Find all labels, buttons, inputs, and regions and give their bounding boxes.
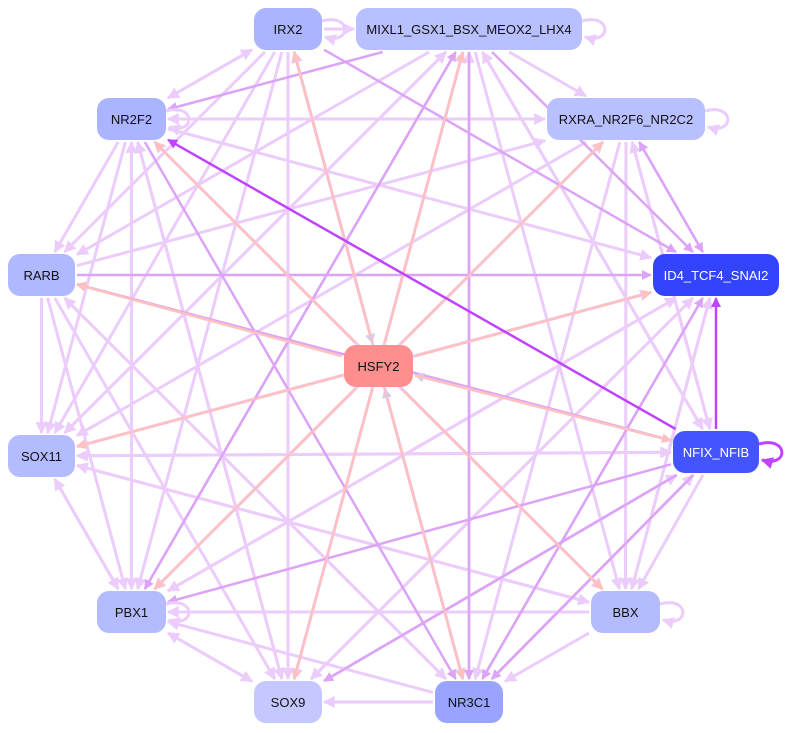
node-label: BBX <box>612 604 639 620</box>
node-rarb[interactable]: RARB <box>8 254 75 296</box>
self-loop-nr2f2 <box>165 108 191 136</box>
edge-nfix-to-pbx1 <box>167 463 672 605</box>
node-label: SOX11 <box>21 448 62 464</box>
node-label: NR3C1 <box>447 694 491 710</box>
node-label: HSFY2 <box>357 358 400 374</box>
edge-nfix-to-mixl <box>481 50 704 430</box>
edge-hsfy2-to-id4 <box>414 290 652 358</box>
node-mixl1[interactable]: MIXL1_GSX1_BSX_MEOX2_LHX4 <box>356 8 582 50</box>
edge-nr2f2-to-rarb <box>53 141 120 254</box>
edge-id4-to-rxra <box>638 141 704 253</box>
node-nr3c1[interactable]: NR3C1 <box>435 681 503 723</box>
edge-mixl-to-nr2f2 <box>167 50 384 112</box>
node-id4[interactable]: ID4_TCF4_SNAI2 <box>653 254 779 296</box>
edge-pbx1-to-mixl <box>143 51 457 590</box>
edge-rarb-to-rxra <box>76 137 547 267</box>
node-rxra[interactable]: RXRA_NR2F6_NR2C2 <box>547 98 705 140</box>
edge-nr2f2-to-nr3c1 <box>143 141 457 680</box>
edge-rxra-to-sox11 <box>75 140 587 437</box>
edge-rxra-to-nr3c1 <box>472 141 622 681</box>
node-sox9[interactable]: SOX9 <box>254 681 322 723</box>
edge-hsfy2-to-bbx <box>400 388 604 590</box>
edge-hsfy2-to-irx2 <box>291 51 374 344</box>
edge-bbx-to-id4 <box>630 296 713 590</box>
edge-nfix-to-sox9 <box>323 473 678 683</box>
edge-nr2f2-to-irx2 <box>167 48 254 100</box>
edge-irx2-to-id4 <box>323 48 677 254</box>
edge-mixl-to-rarb <box>75 50 430 256</box>
edge-hsfy2-to-nfix <box>414 374 672 444</box>
node-irx2[interactable]: IRX2 <box>254 8 322 50</box>
node-sox11[interactable]: SOX11 <box>8 435 75 477</box>
self-loop-bbx <box>659 601 685 629</box>
node-label: ID4_TCF4_SNAI2 <box>663 267 769 283</box>
node-label: PBX1 <box>114 604 149 620</box>
edge-nr2f2-to-id4 <box>167 127 653 261</box>
node-nfix[interactable]: NFIX_NFIB <box>673 431 759 473</box>
edge-nr3c1-to-id4 <box>481 297 704 680</box>
edge-hsfy2-to-rarb <box>76 282 343 358</box>
self-loop-pbx1 <box>165 601 191 629</box>
edge-hsfy2-to-pbx1 <box>153 388 357 590</box>
edge-mixl-to-rxra <box>508 50 587 98</box>
edge-nfix-to-nr2f2 <box>167 138 677 431</box>
node-label: NFIX_NFIB <box>682 444 750 460</box>
edge-nfix-to-nr3c1 <box>490 474 695 680</box>
self-loop-nfix <box>758 441 784 469</box>
node-pbx1[interactable]: PBX1 <box>97 591 166 633</box>
edge-hsfy2-to-nr3c1 <box>383 388 466 680</box>
edge-hsfy2-to-sox9 <box>291 388 374 680</box>
node-nr2f2[interactable]: NR2F2 <box>97 98 166 140</box>
node-label: IRX2 <box>273 21 303 37</box>
edge-pbx1-to-sox11 <box>53 477 120 590</box>
edge-hsfy2-to-nr2f2 <box>153 141 357 344</box>
edge-nfix-to-bbx <box>637 474 705 591</box>
node-bbx[interactable]: BBX <box>591 591 660 633</box>
edge-hsfy2-to-mixl <box>383 51 466 344</box>
self-loop-mixl <box>581 18 607 46</box>
node-label: MIXL1_GSX1_BSX_MEOX2_LHX4 <box>366 21 572 37</box>
node-label: RARB <box>23 267 60 283</box>
edge-hsfy2-to-sox11 <box>76 374 343 450</box>
node-hsfy2[interactable]: HSFY2 <box>344 345 413 387</box>
node-label: NR2F2 <box>110 111 153 127</box>
edge-nfix-to-sox11 <box>75 449 672 462</box>
edge-bbx-to-nr3c1 <box>503 631 590 683</box>
node-label: RXRA_NR2F6_NR2C2 <box>558 111 694 127</box>
self-loop-irx2 <box>321 18 347 46</box>
self-loop-rxra <box>704 108 730 136</box>
edge-hsfy2-to-rxra <box>400 141 604 344</box>
edge-pbx1-to-id4 <box>167 296 678 593</box>
node-label: SOX9 <box>270 694 306 710</box>
edge-sox9-to-pbx1 <box>166 631 253 683</box>
